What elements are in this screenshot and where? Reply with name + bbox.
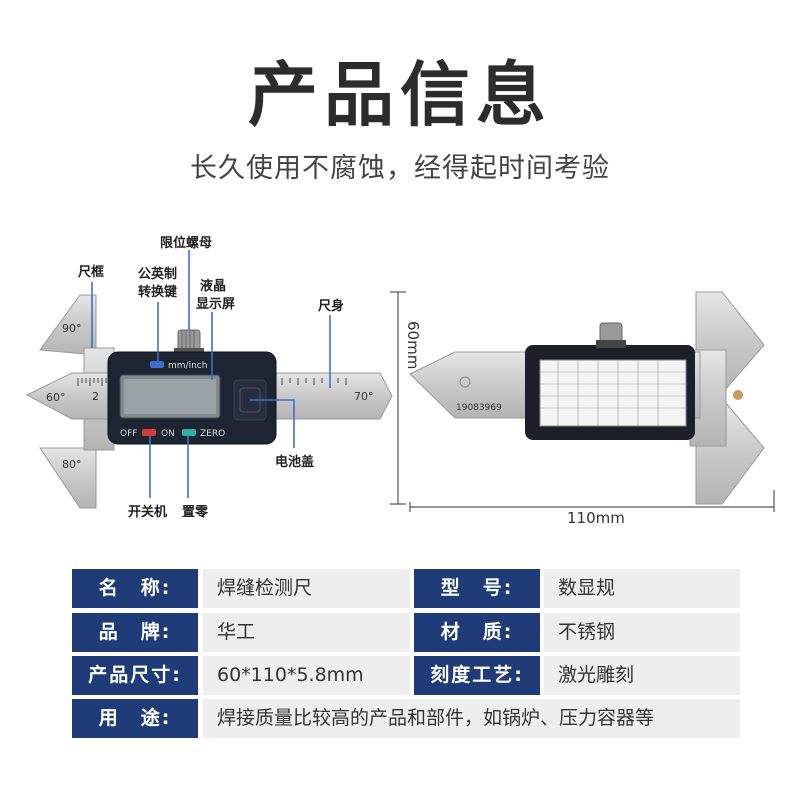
callout-unit-key-line1: 公英制 <box>138 266 177 282</box>
spec-row: 产品尺寸: 60*110*5.8mm 刻度工艺: 激光雕刻 <box>72 656 740 695</box>
page-subtitle: 长久使用不腐蚀，经得起时间考验 <box>190 153 610 184</box>
spec-value: 60*110*5.8mm <box>203 656 410 695</box>
spec-value: 华工 <box>203 613 410 652</box>
rivet <box>733 390 743 400</box>
spec-key: 材 质: <box>414 613 540 652</box>
spec-key: 用 途: <box>72 699 198 738</box>
angle-60-label: 60° <box>46 391 66 404</box>
spec-row: 名 称: 焊缝检测尺 型 号: 数显规 <box>72 569 740 608</box>
spec-row: 品 牌: 华工 材 质: 不锈钢 <box>72 613 740 652</box>
spec-value: 激光雕刻 <box>544 656 740 695</box>
unit-switch-button[interactable] <box>150 361 164 368</box>
off-label: OFF <box>120 429 137 439</box>
callout-zero: 置零 <box>182 505 209 520</box>
callout-limit-nut: 限位螺母 <box>160 235 212 251</box>
zero-label: ZERO <box>200 429 225 439</box>
spec-key: 名 称: <box>72 569 198 608</box>
callout-lcd-line1: 液晶 <box>200 278 226 294</box>
height-dimension: 60mm <box>404 321 422 369</box>
zero-button[interactable] <box>182 429 196 436</box>
spec-key: 品 牌: <box>72 613 198 652</box>
spec-key: 型 号: <box>414 569 540 608</box>
spec-key: 产品尺寸: <box>72 656 198 695</box>
callout-unit-key-line2: 转换键 <box>138 284 177 300</box>
on-label: ON <box>161 429 175 439</box>
power-button[interactable] <box>142 429 156 436</box>
callout-power: 开关机 <box>128 504 167 520</box>
unit-button-label: mm/inch <box>168 361 207 371</box>
page-title: 产品信息 <box>248 54 552 136</box>
gauge-back-view: 19083969 110mm 60mm <box>390 291 775 527</box>
angle-70-label: 70° <box>354 390 374 403</box>
callout-lcd-line2: 显示屏 <box>196 297 235 312</box>
callout-body: 尺身 <box>318 298 344 314</box>
width-dimension: 110mm <box>567 509 625 527</box>
callout-battery-cover: 电池盖 <box>275 454 314 470</box>
spec-value: 数显规 <box>544 569 740 608</box>
frame-lower-wing <box>39 447 97 509</box>
spec-value: 焊接质量比较高的产品和部件，如锅炉、压力容器等 <box>203 699 740 738</box>
product-diagram: 90° 60° 80° 70° 2 mm/inch OFF ON ZERO <box>25 235 775 527</box>
angle-90-label: 90° <box>62 322 82 335</box>
callout-frame: 尺框 <box>78 264 104 280</box>
reference-label <box>539 359 687 427</box>
gauge-front-view: 90° 60° 80° 70° 2 mm/inch OFF ON ZERO <box>25 235 393 520</box>
serial-number: 19083969 <box>456 403 502 413</box>
angle-80-label: 80° <box>62 458 82 471</box>
spec-value: 焊缝检测尺 <box>203 569 410 608</box>
spec-value: 不锈钢 <box>544 613 740 652</box>
scale-mark-label: 2 <box>92 390 99 403</box>
spec-row: 用 途: 焊接质量比较高的产品和部件，如锅炉、压力容器等 <box>72 699 740 738</box>
frame-upper-wing <box>39 294 97 356</box>
spec-key: 刻度工艺: <box>414 656 540 695</box>
